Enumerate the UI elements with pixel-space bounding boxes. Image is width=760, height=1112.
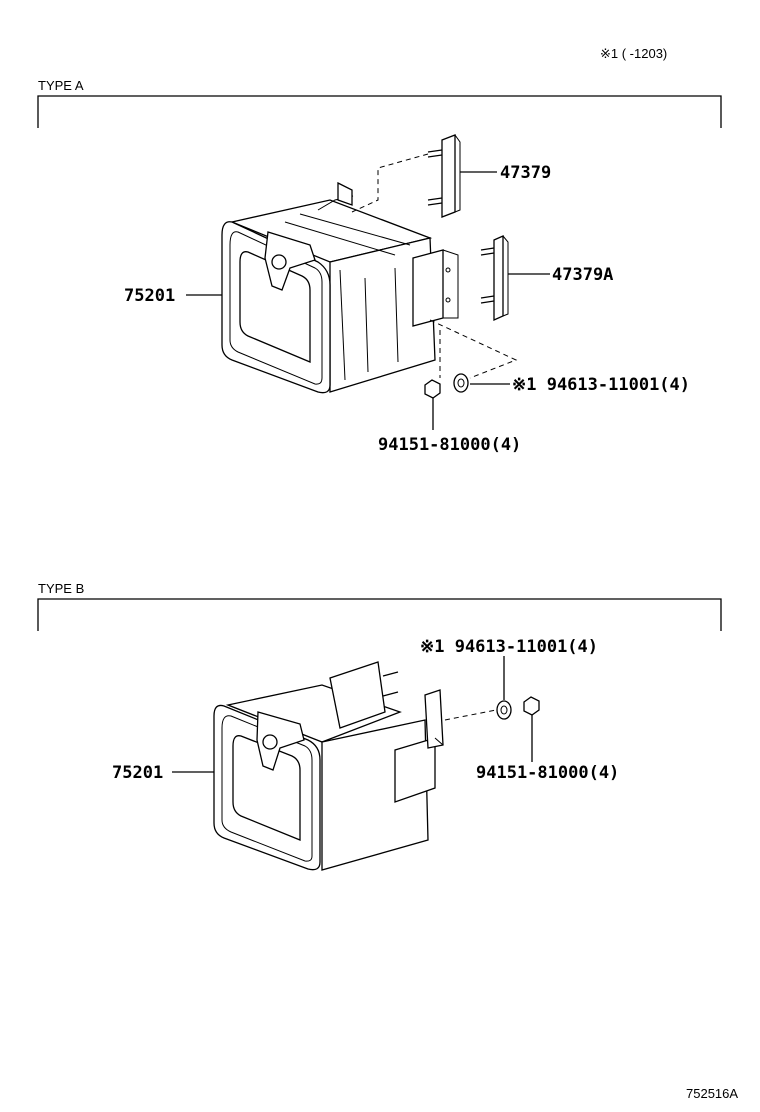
type-a-nut bbox=[424, 379, 441, 399]
type-a-storage-box bbox=[221, 181, 459, 394]
type-b-frame bbox=[37, 598, 722, 631]
type-a-washer bbox=[453, 373, 469, 393]
part-94613-a: ※1 94613-11001(4) bbox=[512, 375, 690, 395]
part-47379: 47379 bbox=[500, 163, 551, 183]
type-a-title: TYPE A bbox=[38, 78, 84, 93]
type-b-washer bbox=[496, 700, 512, 720]
type-b-nut bbox=[523, 696, 540, 716]
type-b-title: TYPE B bbox=[38, 581, 84, 596]
type-a-frame bbox=[37, 95, 722, 128]
type-a-bracket-lower bbox=[480, 234, 509, 322]
part-75201-a: 75201 bbox=[124, 286, 175, 306]
part-94151-a: 94151-81000(4) bbox=[378, 435, 521, 455]
type-b-storage-box bbox=[213, 661, 444, 871]
header-note: ※1 ( -1203) bbox=[600, 46, 667, 61]
part-47379a: 47379A bbox=[552, 265, 613, 285]
part-75201-b: 75201 bbox=[112, 763, 163, 783]
part-94613-b: ※1 94613-11001(4) bbox=[420, 637, 598, 657]
figure-id: 752516A bbox=[686, 1086, 738, 1101]
type-a-bracket-upper bbox=[427, 134, 461, 218]
type-b-section: TYPE B 75201 ※1 94613-11001(4) 94151- bbox=[37, 581, 722, 871]
part-94151-b: 94151-81000(4) bbox=[476, 763, 619, 783]
type-a-section: TYPE A bbox=[37, 78, 722, 455]
